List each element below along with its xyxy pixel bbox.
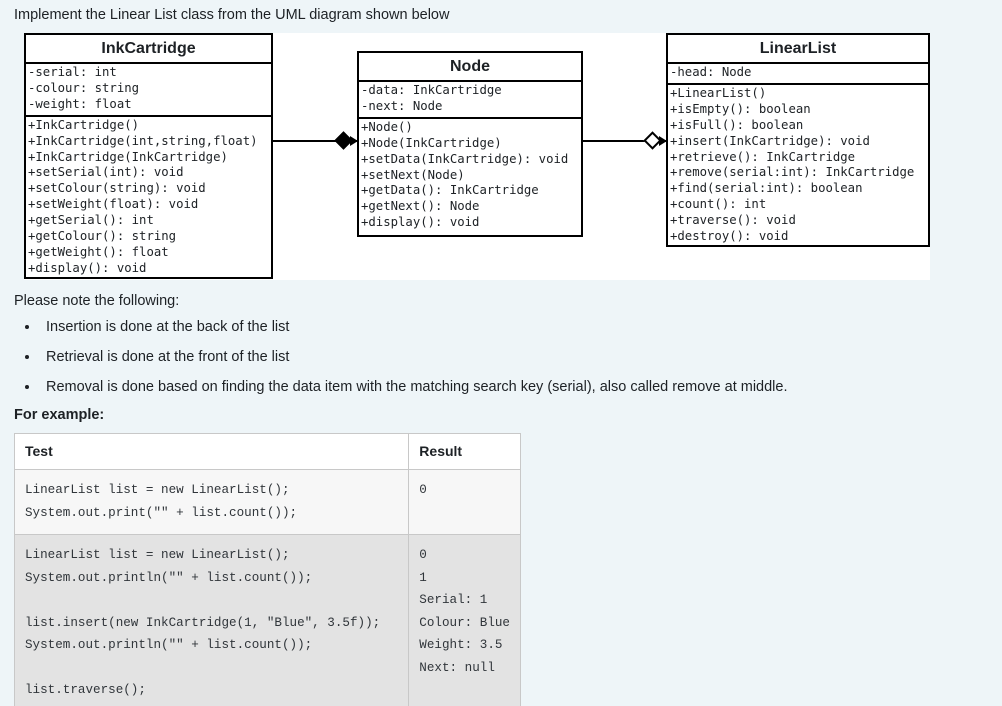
uml-attributes-compartment: -data: InkCartridge -next: Node [359,82,581,119]
uml-method: +display(): void [28,260,147,275]
list-item: Insertion is done at the back of the lis… [40,318,788,336]
uml-diagram-image: InkCartridge -serial: int -colour: strin… [24,33,930,280]
uml-attribute: -next: Node [361,98,443,113]
list-item: Retrieval is done at the front of the li… [40,348,788,366]
table-row: LinearList list = new LinearList(); Syst… [13,469,521,535]
uml-method: +setSerial(int): void [28,165,184,180]
uml-class-title: Node [359,53,581,82]
table-body: LinearList list = new LinearList(); Syst… [13,469,521,706]
notes-lead-text: Please note the following: [14,293,180,309]
uml-attributes-compartment: -serial: int -colour: string -weight: fl… [26,64,271,117]
uml-method: +InkCartridge(int,string,float) [28,133,258,148]
test-cell: LinearList list = new LinearList(); Syst… [13,534,410,706]
uml-method: +setWeight(float): void [28,197,199,212]
list-item: Removal is done based on finding the dat… [40,378,788,396]
result-cell: 0 [408,469,521,535]
for-example-label: For example: [14,407,105,423]
uml-methods-compartment: +LinearList() +isEmpty(): boolean +isFul… [668,85,928,247]
uml-method: +retrieve(): InkCartridge [670,149,856,164]
uml-method: +Node(InkCartridge) [361,135,502,150]
uml-method: +insert(InkCartridge): void [670,133,870,148]
uml-class-inkcartridge: InkCartridge -serial: int -colour: strin… [24,33,273,279]
uml-relationship-line-node-linearlist [583,140,666,142]
uml-method: +find(serial:int): boolean [670,181,863,196]
table-row: LinearList list = new LinearList(); Syst… [13,534,521,706]
uml-method: +Node() [361,119,413,134]
relationship-arrow-icon [350,136,358,146]
table-header: Test Result [13,433,521,470]
uml-method: +getWeight(): float [28,244,169,259]
uml-methods-compartment: +Node() +Node(InkCartridge) +setData(Ink… [359,119,581,233]
uml-method: +remove(serial:int): InkCartridge [670,165,915,180]
uml-class-node: Node -data: InkCartridge -next: Node +No… [357,51,583,237]
uml-relationship-line-inkcartridge-node [273,140,357,142]
uml-method: +getNext(): Node [361,199,480,214]
uml-method: +InkCartridge(InkCartridge) [28,149,228,164]
uml-method: +setNext(Node) [361,167,465,182]
examples-table: Test Result LinearList list = new Linear… [13,433,521,706]
relationship-arrow-icon [659,136,667,146]
table-header-row: Test Result [13,433,521,470]
notes-list: Insertion is done at the back of the lis… [14,318,788,408]
uml-method: +InkCartridge() [28,117,140,132]
uml-attribute: -weight: float [28,96,132,111]
uml-method: +setColour(string): void [28,181,206,196]
uml-method: +count(): int [670,197,767,212]
uml-method: +isEmpty(): boolean [670,101,811,116]
uml-attributes-compartment: -head: Node [668,64,928,85]
uml-attribute: -data: InkCartridge [361,83,502,97]
uml-method: +isFull(): boolean [670,117,804,132]
uml-class-title: InkCartridge [26,35,271,64]
uml-method: +display(): void [361,215,480,230]
uml-class-linearlist: LinearList -head: Node +LinearList() +is… [666,33,930,247]
column-header-result: Result [408,433,521,470]
uml-attribute: -head: Node [670,65,752,79]
uml-method: +getSerial(): int [28,213,154,228]
uml-method: +destroy(): void [670,229,789,244]
uml-method: +getData(): InkCartridge [361,183,539,198]
uml-method: +getColour(): string [28,229,177,244]
uml-method: +setData(InkCartridge): void [361,151,569,166]
uml-class-title: LinearList [668,35,928,64]
uml-attribute: -colour: string [28,80,140,95]
result-cell: 0 1 Serial: 1 Colour: Blue Weight: 3.5 N… [408,534,521,706]
uml-methods-compartment: +InkCartridge() +InkCartridge(int,string… [26,117,271,279]
question-intro-text: Implement the Linear List class from the… [14,7,450,23]
column-header-test: Test [13,433,410,470]
uml-method: +traverse(): void [670,213,796,228]
uml-attribute: -serial: int [28,65,117,79]
uml-method: +LinearList() [670,85,767,100]
test-cell: LinearList list = new LinearList(); Syst… [13,469,410,535]
